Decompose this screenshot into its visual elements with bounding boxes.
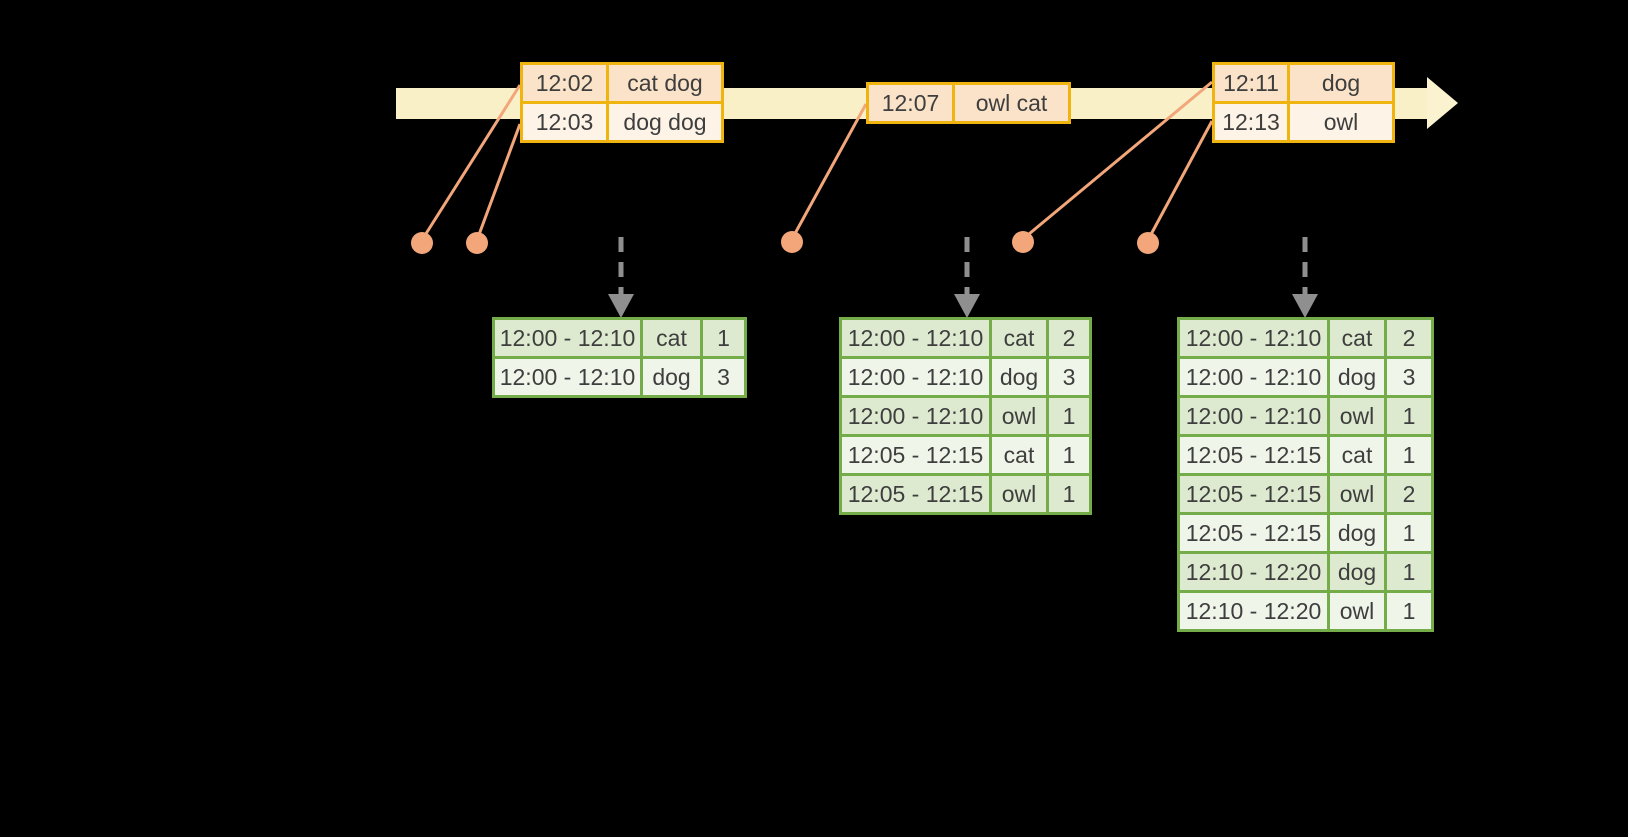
result-table-3: 12:00 - 12:10 cat 2 12:00 - 12:10 dog 3 … xyxy=(1177,317,1434,632)
event-words: dog dog xyxy=(606,101,724,143)
event-row: 12:02 cat dog xyxy=(520,62,724,104)
count-cell: 1 xyxy=(700,317,747,359)
result-row: 12:00 - 12:10 cat 1 xyxy=(492,317,747,359)
result-row: 12:05 - 12:15 owl 2 xyxy=(1177,473,1434,515)
event-time: 12:11 xyxy=(1212,62,1290,104)
result-row: 12:00 - 12:10 owl 1 xyxy=(1177,395,1434,437)
count-cell: 2 xyxy=(1384,473,1434,515)
result-row: 12:00 - 12:10 dog 3 xyxy=(492,356,747,398)
trigger-arrow-2-head-icon xyxy=(954,294,980,318)
event-table-2: 12:07 owl cat xyxy=(866,82,1071,124)
event-time: 12:03 xyxy=(520,101,609,143)
window-cell: 12:00 - 12:10 xyxy=(839,356,992,398)
count-cell: 1 xyxy=(1384,512,1434,554)
event-time: 12:02 xyxy=(520,62,609,104)
window-cell: 12:10 - 12:20 xyxy=(1177,590,1330,632)
event-connector-1213 xyxy=(1146,120,1214,241)
word-cell: dog xyxy=(640,356,703,398)
event-connector-1202 xyxy=(420,84,522,241)
window-cell: 12:05 - 12:15 xyxy=(1177,434,1330,476)
result-row: 12:05 - 12:15 cat 1 xyxy=(839,434,1092,476)
window-cell: 12:00 - 12:10 xyxy=(1177,356,1330,398)
trigger-arrow-3-head-icon xyxy=(1292,294,1318,318)
timeline-arrowhead-icon xyxy=(1427,77,1458,129)
count-cell: 3 xyxy=(1046,356,1092,398)
event-connector-1211 xyxy=(1022,80,1213,241)
event-time: 12:13 xyxy=(1212,101,1290,143)
word-cell: cat xyxy=(640,317,703,359)
window-cell: 12:00 - 12:10 xyxy=(1177,317,1330,359)
result-row: 12:00 - 12:10 cat 2 xyxy=(1177,317,1434,359)
word-cell: cat xyxy=(989,317,1049,359)
count-cell: 1 xyxy=(1384,395,1434,437)
count-cell: 1 xyxy=(1384,590,1434,632)
result-row: 12:05 - 12:15 owl 1 xyxy=(839,473,1092,515)
event-time: 12:07 xyxy=(866,82,955,124)
word-cell: dog xyxy=(1327,551,1387,593)
event-row: 12:13 owl xyxy=(1212,101,1395,143)
trigger-arrow-1-head-icon xyxy=(608,294,634,318)
event-connector-1207 xyxy=(790,103,868,240)
count-cell: 1 xyxy=(1046,473,1092,515)
count-cell: 2 xyxy=(1046,317,1092,359)
window-cell: 12:00 - 12:10 xyxy=(492,317,643,359)
event-words: cat dog xyxy=(606,62,724,104)
result-table-1: 12:00 - 12:10 cat 1 12:00 - 12:10 dog 3 xyxy=(492,317,747,398)
window-cell: 12:05 - 12:15 xyxy=(1177,473,1330,515)
count-cell: 1 xyxy=(1384,434,1434,476)
word-cell: cat xyxy=(1327,317,1387,359)
window-cell: 12:00 - 12:10 xyxy=(1177,395,1330,437)
result-row: 12:00 - 12:10 cat 2 xyxy=(839,317,1092,359)
word-cell: dog xyxy=(989,356,1049,398)
result-row: 12:10 - 12:20 owl 1 xyxy=(1177,590,1434,632)
count-cell: 3 xyxy=(700,356,747,398)
event-row: 12:03 dog dog xyxy=(520,101,724,143)
event-dot-1202-icon xyxy=(411,232,433,254)
window-cell: 12:00 - 12:10 xyxy=(492,356,643,398)
word-cell: dog xyxy=(1327,512,1387,554)
word-cell: owl xyxy=(989,473,1049,515)
window-cell: 12:00 - 12:10 xyxy=(839,395,992,437)
word-cell: cat xyxy=(1327,434,1387,476)
word-cell: owl xyxy=(1327,395,1387,437)
word-cell: owl xyxy=(989,395,1049,437)
result-row: 12:00 - 12:10 dog 3 xyxy=(839,356,1092,398)
event-dot-1207-icon xyxy=(781,231,803,253)
event-dot-1203-icon xyxy=(466,232,488,254)
result-row: 12:10 - 12:20 dog 1 xyxy=(1177,551,1434,593)
word-cell: dog xyxy=(1327,356,1387,398)
count-cell: 2 xyxy=(1384,317,1434,359)
count-cell: 1 xyxy=(1384,551,1434,593)
word-cell: owl xyxy=(1327,590,1387,632)
event-row: 12:11 dog xyxy=(1212,62,1395,104)
event-words: dog xyxy=(1287,62,1395,104)
window-cell: 12:05 - 12:15 xyxy=(1177,512,1330,554)
result-row: 12:05 - 12:15 dog 1 xyxy=(1177,512,1434,554)
event-row: 12:07 owl cat xyxy=(866,82,1071,124)
result-row: 12:05 - 12:15 cat 1 xyxy=(1177,434,1434,476)
word-cell: cat xyxy=(989,434,1049,476)
event-words: owl xyxy=(1287,101,1395,143)
window-cell: 12:10 - 12:20 xyxy=(1177,551,1330,593)
event-connector-1203 xyxy=(475,123,522,241)
event-dot-1213-icon xyxy=(1137,232,1159,254)
window-cell: 12:05 - 12:15 xyxy=(839,473,992,515)
window-cell: 12:05 - 12:15 xyxy=(839,434,992,476)
event-table-3: 12:11 dog 12:13 owl xyxy=(1212,62,1395,143)
result-row: 12:00 - 12:10 owl 1 xyxy=(839,395,1092,437)
word-cell: owl xyxy=(1327,473,1387,515)
event-table-1: 12:02 cat dog 12:03 dog dog xyxy=(520,62,724,143)
event-dot-1211-icon xyxy=(1012,231,1034,253)
result-row: 12:00 - 12:10 dog 3 xyxy=(1177,356,1434,398)
count-cell: 1 xyxy=(1046,434,1092,476)
count-cell: 1 xyxy=(1046,395,1092,437)
event-words: owl cat xyxy=(952,82,1071,124)
window-cell: 12:00 - 12:10 xyxy=(839,317,992,359)
count-cell: 3 xyxy=(1384,356,1434,398)
result-table-2: 12:00 - 12:10 cat 2 12:00 - 12:10 dog 3 … xyxy=(839,317,1092,515)
